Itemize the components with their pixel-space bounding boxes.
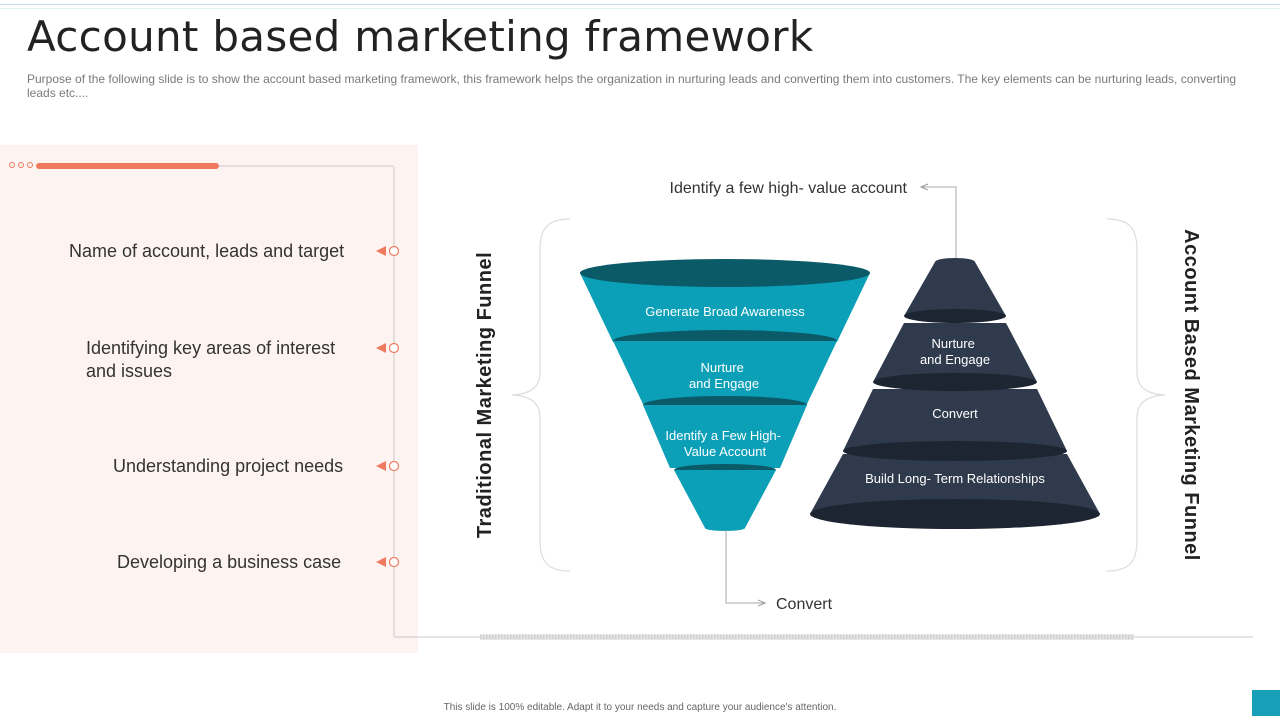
funnel-stage-tip bbox=[674, 464, 776, 531]
top-rule-secondary bbox=[0, 8, 1280, 9]
page-title: Account based marketing framework bbox=[27, 12, 814, 61]
left-brace bbox=[511, 218, 571, 572]
top-rule bbox=[0, 4, 1280, 5]
abm-label-nurture-line: Nurture bbox=[932, 336, 975, 351]
funnel-stage-awareness bbox=[580, 259, 870, 342]
funnel-stage-nurture bbox=[613, 330, 837, 404]
abm-stage-convert bbox=[843, 389, 1067, 461]
convert-label: Convert bbox=[776, 596, 833, 613]
abm-stage-top bbox=[904, 258, 1006, 323]
abm-stage-base bbox=[810, 454, 1100, 529]
list-marker-icon bbox=[376, 342, 400, 354]
list-marker-icon bbox=[376, 460, 400, 472]
list-item-account-leads: Name of account, leads and target bbox=[69, 241, 345, 261]
abm-label-nurture-line: and Engage bbox=[920, 352, 990, 367]
timeline-connector bbox=[219, 165, 1253, 640]
funnel-stage-identify bbox=[643, 396, 807, 468]
page-subtitle: Purpose of the following slide is to sho… bbox=[27, 72, 1237, 100]
list-item-key-areas: Identifying key areas of interest and is… bbox=[86, 338, 336, 381]
funnel-label-awareness: Generate Broad Awareness bbox=[645, 304, 805, 319]
abm-funnel-title: Account Based Marketing Funnel bbox=[1180, 229, 1202, 561]
abm-label-nurture: Nurture and Engage bbox=[920, 336, 990, 367]
corner-accent bbox=[1252, 690, 1280, 716]
decorative-dots bbox=[9, 162, 33, 168]
funnel-label-identify: Identify a Few High- Value Account bbox=[665, 428, 784, 459]
list-item-project-needs: Understanding project needs bbox=[113, 456, 344, 476]
convert-connector bbox=[725, 530, 764, 603]
abm-label-convert: Convert bbox=[932, 406, 978, 421]
footer-note: This slide is 100% editable. Adapt it to… bbox=[443, 702, 837, 713]
list-item-business-case: Developing a business case bbox=[117, 552, 342, 572]
funnel-label-identify-line: Value Account bbox=[684, 444, 767, 459]
identify-connector bbox=[922, 187, 957, 258]
abm-label-relationships: Build Long- Term Relationships bbox=[865, 471, 1045, 486]
accent-bar bbox=[36, 163, 219, 169]
right-brace bbox=[1106, 218, 1166, 572]
list-marker-icon bbox=[376, 245, 400, 257]
traditional-funnel-title: Traditional Marketing Funnel bbox=[474, 252, 496, 538]
funnel-label-identify-line: Identify a Few High- bbox=[665, 428, 781, 443]
traditional-funnel bbox=[580, 259, 870, 531]
left-panel bbox=[0, 145, 418, 653]
funnel-label-nurture-line: Nurture bbox=[701, 360, 744, 375]
dot-icon bbox=[18, 162, 24, 168]
funnel-label-nurture-line: and Engage bbox=[689, 376, 759, 391]
abm-funnel bbox=[810, 258, 1100, 529]
dot-icon bbox=[27, 162, 33, 168]
abm-stage-nurture bbox=[873, 323, 1037, 391]
funnel-label-nurture: Nurture and Engage bbox=[689, 360, 759, 391]
list-marker-icon bbox=[376, 556, 400, 568]
identify-accounts-label: Identify a few high- value account bbox=[670, 180, 908, 197]
dot-icon bbox=[9, 162, 15, 168]
